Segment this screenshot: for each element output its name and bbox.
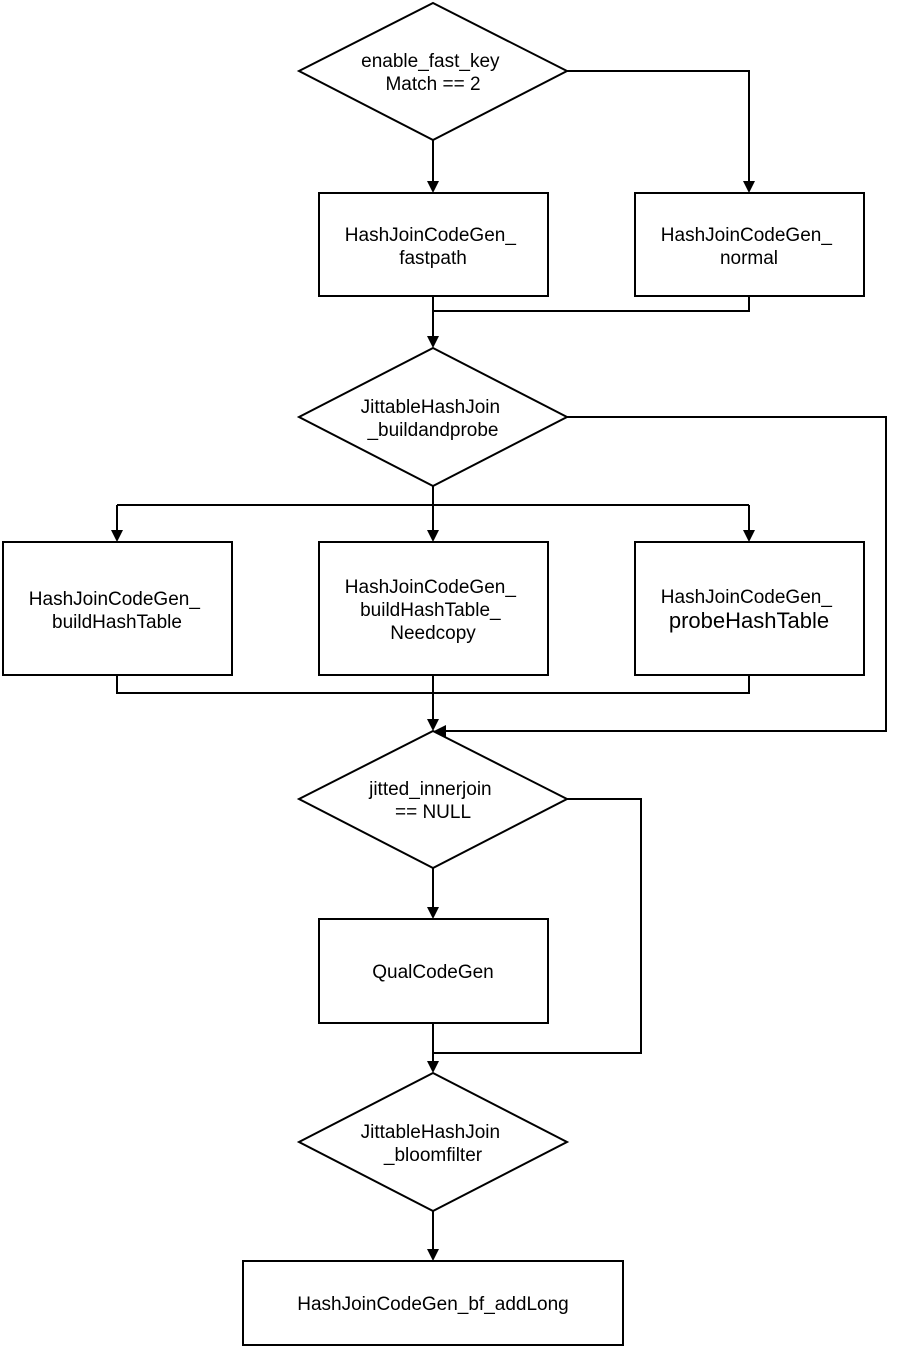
box-shape: [318, 541, 549, 676]
process-build-hashtable: HashJoinCodeGen_ buildHashTable: [2, 541, 233, 676]
process-label-line-3: Needcopy: [390, 623, 476, 644]
process-qualcodegen: QualCodeGen: [318, 918, 549, 1024]
decision-label-line-2: _buildandprobe: [366, 420, 498, 441]
diamond-shape: [296, 729, 570, 870]
diamond-shape: [296, 1071, 570, 1213]
decision-label-line-1: enable_fast_key: [361, 51, 500, 72]
process-label: QualCodeGen: [372, 962, 493, 983]
process-label-line-2: normal: [720, 248, 778, 269]
process-fastpath: HashJoinCodeGen_ fastpath: [318, 192, 549, 297]
edge-d1-to-normal: [567, 70, 755, 193]
process-label: HashJoinCodeGen_ normal: [661, 225, 837, 269]
process-label-line-1: QualCodeGen: [372, 962, 493, 983]
process-label: HashJoinCodeGen_ fastpath: [345, 225, 521, 269]
decision-jitted-innerjoin: jitted_innerjoin == NULL: [296, 729, 570, 870]
process-label-line-1: HashJoinCodeGen_: [661, 587, 833, 608]
box-shape: [2, 541, 233, 676]
process-label-line-1: HashJoinCodeGen_: [345, 225, 517, 246]
box-shape: [318, 918, 549, 1024]
decision-bloomfilter: JittableHashJoin _bloomfilter: [296, 1071, 570, 1213]
connectors: [111, 70, 887, 1261]
edge-normal-to-merge: [433, 296, 750, 312]
decision-label: enable_fast_key Match == 2: [361, 51, 505, 95]
diamond-shape: [296, 1, 570, 142]
edge-d2-branch-bus: [117, 486, 749, 506]
decision-buildandprobe: JittableHashJoin _buildandprobe: [296, 346, 570, 488]
decision-label-line-1: jitted_innerjoin: [368, 779, 492, 800]
process-label: HashJoinCodeGen_bf_addLong: [297, 1294, 569, 1315]
decision-label-line-2: _bloomfilter: [383, 1145, 483, 1166]
decision-enable-fast-key: enable_fast_key Match == 2: [296, 1, 570, 142]
process-bf-addlong: HashJoinCodeGen_bf_addLong: [242, 1260, 624, 1346]
box-shape: [242, 1260, 624, 1346]
process-label: HashJoinCodeGen_ buildHashTable: [29, 589, 205, 633]
edge-d3-bypass: [433, 798, 642, 1054]
decision-label: jitted_innerjoin == NULL: [368, 779, 497, 823]
process-probe-hashtable: HashJoinCodeGen_ probeHashTable: [634, 541, 865, 676]
decision-label-line-2: == NULL: [395, 802, 471, 823]
process-build-hashtable-needcopy: HashJoinCodeGen_ buildHashTable_ Needcop…: [318, 541, 549, 676]
edge-d2-bypass-to-d3: [434, 416, 887, 737]
process-label: HashJoinCodeGen_ buildHashTable_ Needcop…: [345, 577, 521, 644]
decision-label-line-1: JittableHashJoin: [361, 1122, 500, 1143]
process-label-line-2: buildHashTable_: [360, 600, 501, 621]
decision-label-line-1: JittableHashJoin: [361, 397, 500, 418]
process-label-line-2: fastpath: [399, 248, 467, 269]
process-label-line-1: HashJoinCodeGen_: [29, 589, 201, 610]
process-normal: HashJoinCodeGen_ normal: [634, 192, 865, 297]
process-label: HashJoinCodeGen_ probeHashTable: [661, 587, 837, 633]
diamond-shape: [296, 346, 570, 488]
process-label-line-1: HashJoinCodeGen_bf_addLong: [297, 1294, 569, 1315]
process-label-line-2: buildHashTable: [52, 612, 182, 633]
process-label-line-2: probeHashTable: [669, 608, 829, 633]
decision-label: JittableHashJoin _bloomfilter: [361, 1122, 506, 1166]
decision-label: JittableHashJoin _buildandprobe: [361, 397, 506, 441]
box-shape: [634, 192, 865, 297]
box-shape: [318, 192, 549, 297]
decision-label-line-2: Match == 2: [385, 74, 480, 95]
process-label-line-1: HashJoinCodeGen_: [345, 577, 517, 598]
process-label-line-1: HashJoinCodeGen_: [661, 225, 833, 246]
box-shape: [634, 541, 865, 676]
